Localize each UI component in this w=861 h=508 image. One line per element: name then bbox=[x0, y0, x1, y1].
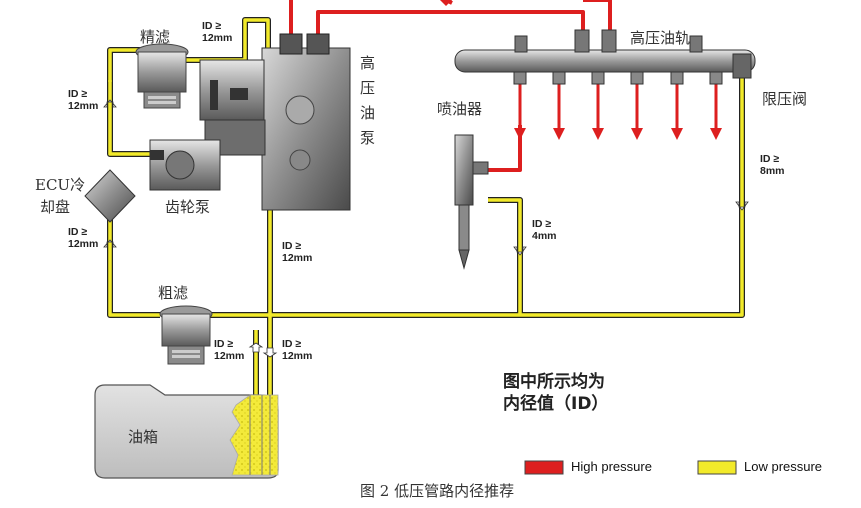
id-label-tank-left: ID ≥ 12mm bbox=[214, 338, 245, 362]
high-pressure-rail-label: 高压油轨 bbox=[630, 29, 691, 47]
id-label-pump-return: ID ≥ 12mm bbox=[282, 240, 313, 264]
injector-label: 喷油器 bbox=[437, 100, 483, 118]
gear-pump-label: 齿轮泵 bbox=[165, 198, 211, 216]
legend-high-label: High pressure bbox=[571, 459, 652, 474]
id-label-rail-return: ID ≥ 8mm bbox=[760, 153, 785, 177]
ecu-cooler bbox=[84, 169, 136, 223]
legend-low-swatch bbox=[697, 460, 737, 475]
fine-filter-label: 精滤 bbox=[140, 28, 171, 46]
high-pressure-rail bbox=[454, 29, 756, 85]
id-label-top-pump: ID ≥ 12mm bbox=[202, 20, 233, 44]
id-label-injector-return: ID ≥ 4mm bbox=[532, 218, 557, 242]
diameter-note: 图中所示均为 内径值（ID） bbox=[503, 372, 609, 414]
high-pressure-pump bbox=[199, 33, 351, 211]
figure-caption: 图 2 低压管路内径推荐 bbox=[360, 482, 515, 500]
fuel-tank-label: 油箱 bbox=[128, 428, 159, 446]
coarse-filter-label: 粗滤 bbox=[158, 284, 189, 302]
legend-high-swatch bbox=[524, 460, 564, 475]
coarse-filter bbox=[159, 305, 213, 365]
ecu-cooler-label-2: 却盘 bbox=[40, 198, 71, 216]
legend-low-label: Low pressure bbox=[744, 459, 823, 474]
high-pressure-pump-label: 高压油泵 bbox=[358, 55, 376, 155]
rail-outlet-arrows bbox=[440, 0, 722, 140]
pressure-limit-valve-label: 限压阀 bbox=[762, 90, 808, 108]
id-label-left-lower: ID ≥ 12mm bbox=[68, 226, 99, 250]
ecu-cooler-label-1: ECU冷 bbox=[35, 176, 86, 194]
flow-arrows bbox=[103, 99, 749, 358]
id-label-left-upper: ID ≥ 12mm bbox=[68, 88, 99, 112]
injector bbox=[454, 134, 489, 270]
gear-pump bbox=[149, 139, 221, 191]
id-label-tank-right: ID ≥ 12mm bbox=[282, 338, 313, 362]
fine-filter bbox=[135, 43, 189, 109]
fuel-tank bbox=[94, 384, 279, 479]
